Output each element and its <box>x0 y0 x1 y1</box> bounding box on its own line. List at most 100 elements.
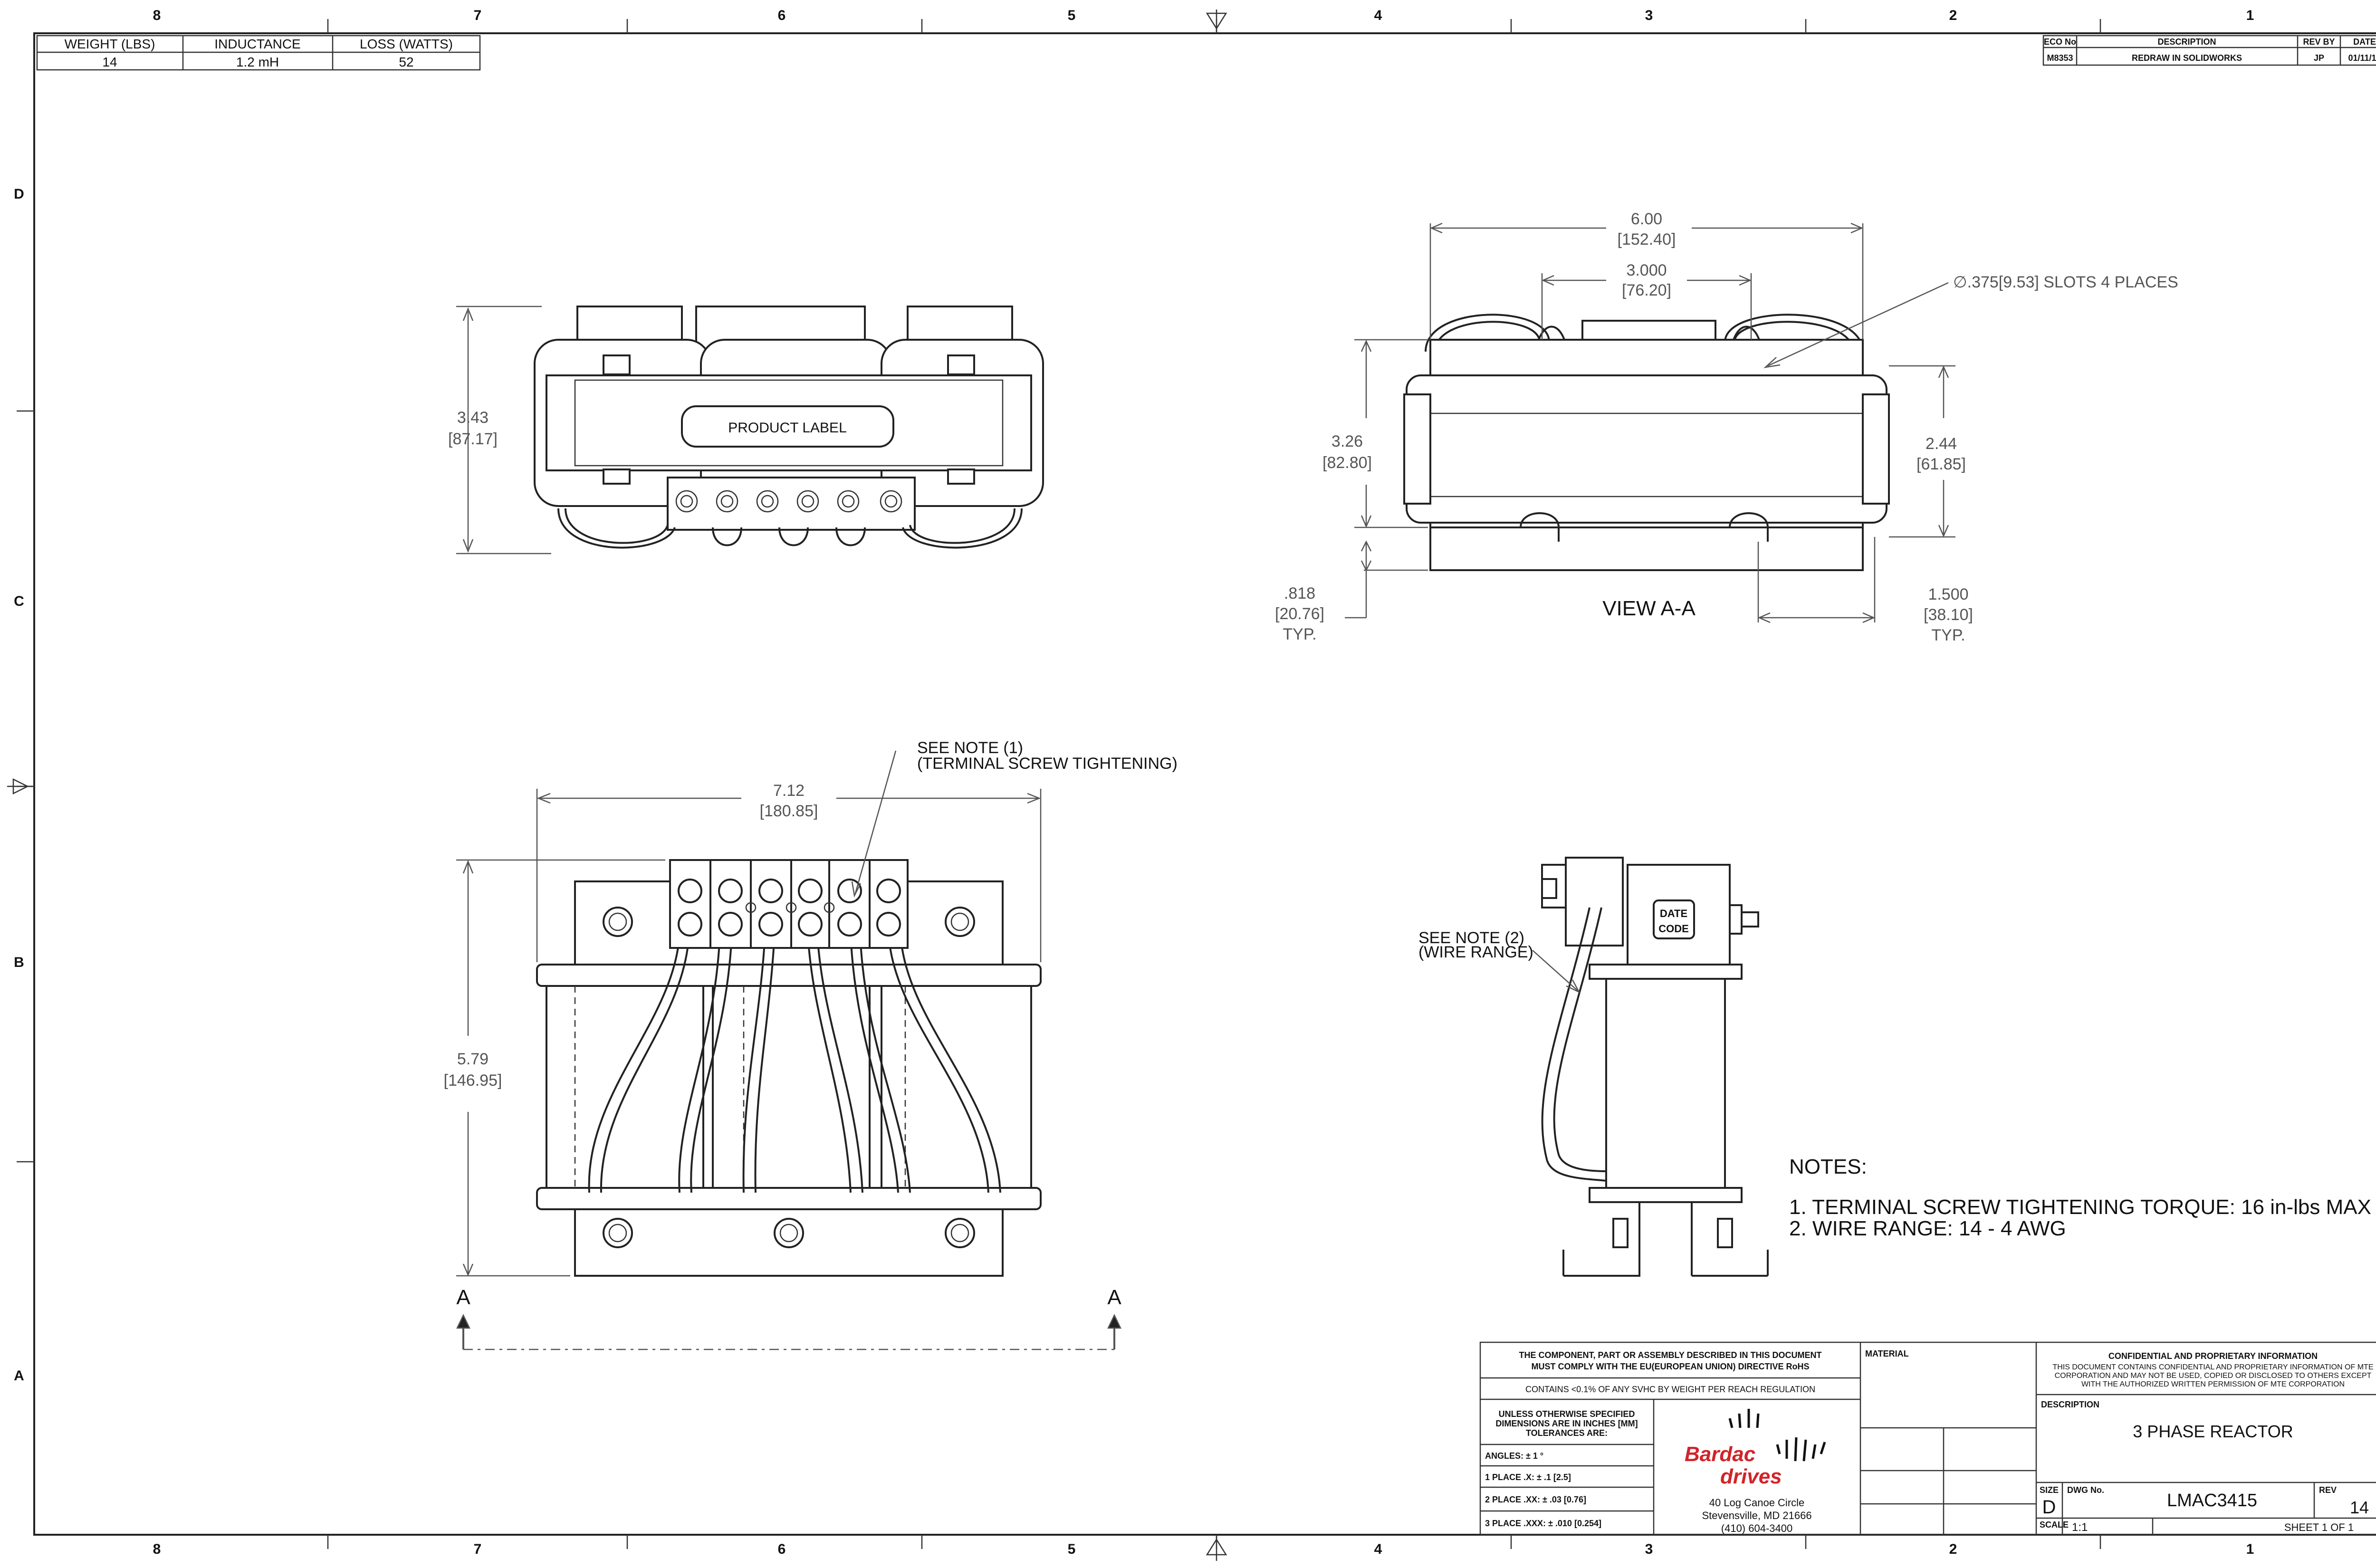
front-width-mm: [180.85] <box>760 802 818 820</box>
notes-block: NOTES: 1. TERMINAL SCREW TIGHTENING TORQ… <box>1789 1155 2371 1240</box>
confidential-line1: THIS DOCUMENT CONTAINS CONFIDENTIAL AND … <box>2052 1363 2373 1371</box>
top-view-terminal-block <box>667 477 916 531</box>
section-foot-typ: TYP. <box>1283 625 1316 643</box>
section-mark-left: A <box>456 1286 470 1309</box>
notes-title: NOTES: <box>1789 1155 1867 1178</box>
section-slot-width-mm: [38.10] <box>1924 606 1973 624</box>
rohs-line1: THE COMPONENT, PART OR ASSEMBLY DESCRIBE… <box>1519 1350 1821 1360</box>
section-view-title: VIEW A-A <box>1602 597 1696 620</box>
material-label: MATERIAL <box>1865 1349 1909 1358</box>
section-right-height-mm: [61.85] <box>1916 455 1966 473</box>
section-right-height-in: 2.44 <box>1926 435 1957 453</box>
front-width-in: 7.12 <box>773 782 805 800</box>
tolerance-1-place: 1 PLACE .X: ± .1 [2.5] <box>1485 1472 1571 1482</box>
tolerance-angles: ANGLES: ± 1 ° <box>1485 1451 1543 1461</box>
confidential-line3: WITH THE AUTHORIZED WRITTEN PERMISSION O… <box>2081 1380 2345 1388</box>
note-item-2: 2. WIRE RANGE: 14 - 4 AWG <box>1789 1217 2066 1240</box>
spec-header-inductance: INDUCTANCE <box>214 37 300 51</box>
rev-header-rev-by: REV BY <box>2303 37 2335 47</box>
bardac-logo: Bardac drives <box>1685 1409 1826 1488</box>
rohs-line2: MUST COMPLY WITH THE EU(EUROPEAN UNION) … <box>1531 1362 1809 1371</box>
rev-label: REV <box>2319 1485 2337 1495</box>
size-label: SIZE <box>2040 1485 2059 1495</box>
drawing-description: 3 PHASE REACTOR <box>2133 1422 2293 1441</box>
spec-header-loss: LOSS (WATTS) <box>360 37 453 51</box>
note-item-1: 1. TERMINAL SCREW TIGHTENING TORQUE: 16 … <box>1789 1195 2371 1219</box>
rev-value-date: 01/11/13 <box>2348 53 2376 63</box>
section-slot-spacing-in: 3.000 <box>1626 261 1667 279</box>
zone-col-4-bottom: 4 <box>1374 1541 1382 1557</box>
front-height-mm: [146.95] <box>444 1071 502 1090</box>
zone-col-2-top: 2 <box>1949 8 1957 23</box>
zone-col-6-top: 6 <box>778 8 786 23</box>
size-value: D <box>2042 1497 2056 1518</box>
rev-value: 14 <box>2350 1498 2369 1517</box>
date-code-box <box>1653 899 1695 939</box>
section-foot-in: .818 <box>1284 584 1315 602</box>
front-height-in: 5.79 <box>457 1050 489 1068</box>
zone-col-8-top: 8 <box>153 8 161 23</box>
rev-header-date: DATE <box>2353 37 2376 47</box>
product-label-box <box>681 405 894 448</box>
confidential-title: CONFIDENTIAL AND PROPRIETARY INFORMATION <box>2108 1351 2318 1361</box>
scale-label: SCALE <box>2040 1520 2069 1530</box>
tolerance-line3: TOLERANCES ARE: <box>1526 1428 1608 1438</box>
rev-value-description: REDRAW IN SOLIDWORKS <box>2132 53 2242 63</box>
title-block: THE COMPONENT, PART OR ASSEMBLY DESCRIBE… <box>1479 1341 2376 1536</box>
zone-row-b-left: B <box>14 955 24 970</box>
company-phone: (410) 604-3400 <box>1721 1522 1792 1534</box>
tolerance-2-place: 2 PLACE .XX: ± .03 [0.76] <box>1485 1495 1586 1504</box>
side-note-2-line1: SEE NOTE (2) <box>1418 929 1524 947</box>
confidential-line2: CORPORATION AND MAY NOT BE USED, COPIED … <box>2055 1372 2372 1380</box>
rev-value-eco: M8353 <box>2047 53 2073 63</box>
zone-col-6-bottom: 6 <box>778 1541 786 1557</box>
zone-col-3-top: 3 <box>1645 8 1653 23</box>
section-slot-spacing-mm: [76.20] <box>1622 281 1671 299</box>
front-view: 7.12 [180.85] 5.79 [146.95] SEE NOTE (1)… <box>444 739 1178 1350</box>
top-view-height-mm: [87.17] <box>448 430 498 448</box>
front-view-terminal-block <box>669 859 909 949</box>
sheet-number: SHEET 1 OF 1 <box>2284 1521 2354 1533</box>
description-label: DESCRIPTION <box>2041 1400 2099 1409</box>
zone-col-2-bottom: 2 <box>1949 1541 1957 1557</box>
revision-table: ECO No DESCRIPTION REV BY DATE M8353 RED… <box>2042 35 2376 66</box>
rev-header-description: DESCRIPTION <box>2157 37 2216 47</box>
scale-value: 1:1 <box>2072 1521 2088 1534</box>
zone-col-8-bottom: 8 <box>153 1541 161 1557</box>
date-code-line2: CODE <box>1658 923 1689 935</box>
zone-col-7-top: 7 <box>474 8 482 23</box>
section-mark-right: A <box>1107 1286 1121 1309</box>
zone-col-1-bottom: 1 <box>2246 1541 2254 1557</box>
rev-value-rev-by: JP <box>2314 53 2324 63</box>
dwg-no-label: DWG No. <box>2067 1485 2104 1495</box>
tolerance-3-place: 3 PLACE .XXX: ± .010 [0.254] <box>1485 1519 1601 1528</box>
tolerance-line1: UNLESS OTHERWISE SPECIFIED <box>1499 1409 1635 1419</box>
zone-row-c-left: C <box>14 593 24 609</box>
side-view: DATE CODE SEE NOTE (2) (WIRE RANGE) <box>1418 857 1769 1277</box>
zone-col-4-top: 4 <box>1374 8 1382 23</box>
section-width-in: 6.00 <box>1631 210 1662 228</box>
logo-word-drives: drives <box>1720 1465 1782 1488</box>
company-address-1: 40 Log Canoe Circle <box>1709 1497 1805 1509</box>
zone-col-1-top: 1 <box>2246 8 2254 23</box>
zone-col-5-top: 5 <box>1068 8 1076 23</box>
product-label-text: PRODUCT LABEL <box>728 420 847 436</box>
tolerance-line2: DIMENSIONS ARE IN INCHES [MM] <box>1495 1419 1638 1428</box>
spec-table: WEIGHT (LBS) INDUCTANCE LOSS (WATTS) 14 … <box>36 35 481 71</box>
top-view-height-in: 3.43 <box>457 409 489 427</box>
section-height-mm: [82.80] <box>1322 454 1372 472</box>
svhc-statement: CONTAINS <0.1% OF ANY SVHC BY WEIGHT PER… <box>1525 1385 1815 1394</box>
spec-value-loss: 52 <box>399 55 413 69</box>
company-address-2: Stevensville, MD 21666 <box>1702 1510 1811 1521</box>
dwg-no-value: LMAC3415 <box>2167 1491 2257 1511</box>
section-slot-width-typ: TYP. <box>1931 626 1965 644</box>
zone-row-d-left: D <box>14 186 24 202</box>
logo-word-bardac: Bardac <box>1685 1443 1755 1466</box>
spec-value-weight: 14 <box>102 55 117 69</box>
front-note-1-line2: (TERMINAL SCREW TIGHTENING) <box>917 755 1178 773</box>
zone-col-5-bottom: 5 <box>1068 1541 1076 1557</box>
section-foot-mm: [20.76] <box>1275 605 1324 623</box>
zone-col-3-bottom: 3 <box>1645 1541 1653 1557</box>
section-slot-width-in: 1.500 <box>1928 585 1968 603</box>
